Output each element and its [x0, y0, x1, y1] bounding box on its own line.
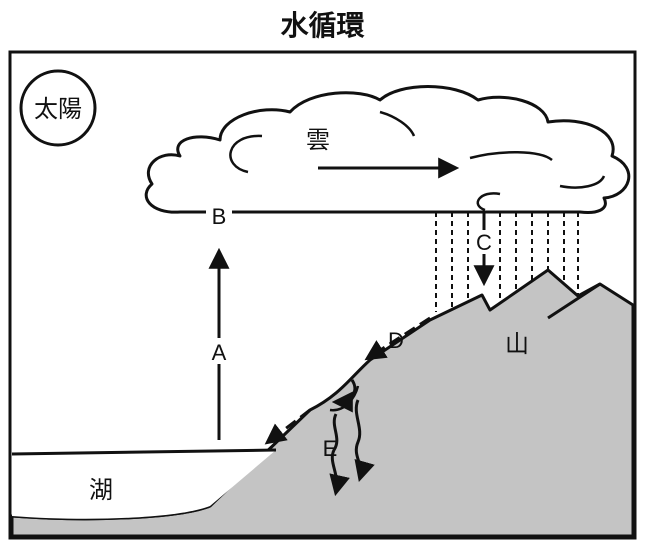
- infiltration-arrow-right: [354, 399, 375, 483]
- cloud-label: 雲: [306, 126, 330, 154]
- lake-label: 湖: [89, 476, 113, 504]
- label-c: C: [476, 230, 492, 255]
- mountain-ridge: [547, 282, 601, 320]
- label-a: A: [212, 340, 227, 365]
- runoff-arrow-upper: [364, 316, 431, 361]
- rain-lines: [435, 212, 579, 312]
- sun-label: 太陽: [34, 95, 82, 123]
- label-e: E: [323, 436, 338, 461]
- label-d: D: [388, 328, 404, 353]
- label-b-background: [206, 202, 232, 228]
- runoff-arrow-curve: [331, 379, 357, 413]
- label-a-background: [207, 338, 231, 364]
- runoff-arrow-lower: [264, 408, 311, 445]
- cloud-inner-lines: [229, 110, 606, 212]
- label-c-background: [471, 230, 497, 254]
- cloud: [144, 85, 631, 214]
- diagram-title: 水循環: [280, 9, 365, 42]
- lake-surface: [11, 448, 277, 456]
- mountain-label: 山: [505, 330, 529, 358]
- sun-icon: [19, 69, 97, 147]
- lake: [12, 450, 276, 519]
- label-b: B: [212, 204, 227, 229]
- infiltration-arrow-left: [329, 413, 350, 497]
